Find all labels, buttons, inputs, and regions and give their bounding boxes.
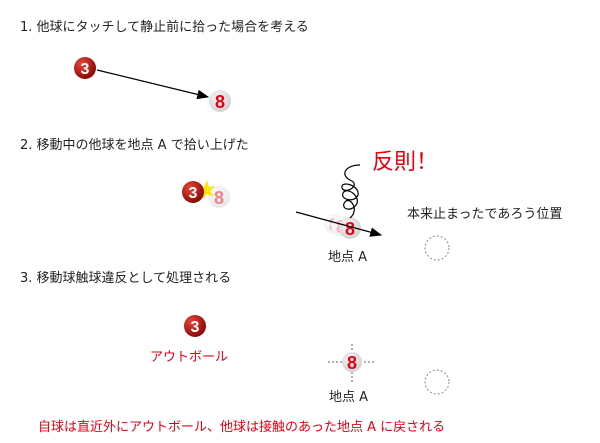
cue-ball-step2: 3 xyxy=(182,181,204,203)
step2-title: 2. 移動中の他球を地点 A で拾い上げた xyxy=(20,138,249,153)
ball-number: 3 xyxy=(191,319,200,336)
foul-label: 反則！ xyxy=(372,150,439,175)
cue-ball-step1: 3 xyxy=(74,57,96,79)
object-ball-step1: 8 xyxy=(209,90,231,112)
impact-flash-icon xyxy=(198,180,215,199)
object-ball-faded-step2: 8 xyxy=(208,186,230,208)
ball-number: 8 xyxy=(215,92,225,112)
out-ball-label: アウトボール xyxy=(150,350,229,365)
expected-position-label: 本来止まったであろう位置 xyxy=(407,207,563,222)
point-a-label: 地点 A xyxy=(328,250,368,265)
ball-number: 8 xyxy=(214,188,224,208)
cue-ball-step3: 3 xyxy=(184,315,206,337)
expected-position-marker xyxy=(424,235,450,261)
object-ball-step2: 8 xyxy=(339,217,361,239)
step3-title: 3. 移動球触球違反として処理される xyxy=(20,271,232,286)
point-a-label-step3: 地点 A xyxy=(329,390,369,405)
ball-number: 8 xyxy=(347,353,357,373)
object-ball-step3: 8 xyxy=(342,352,362,373)
ball-number: 3 xyxy=(81,61,90,78)
arrow-step2 xyxy=(295,211,383,237)
step1-title: 1. 他球にタッチして静止前に拾った場合を考える xyxy=(20,20,309,35)
ball-number: 8 xyxy=(345,219,355,239)
expected-position-marker-step3 xyxy=(424,369,450,395)
pickup-spiral-icon xyxy=(341,164,361,219)
ball-number: 3 xyxy=(189,185,198,202)
conclusion-text: 自球は直近外にアウトボール、他球は接触のあった地点 A に戻される xyxy=(38,420,446,435)
arrow-step1 xyxy=(96,69,210,100)
